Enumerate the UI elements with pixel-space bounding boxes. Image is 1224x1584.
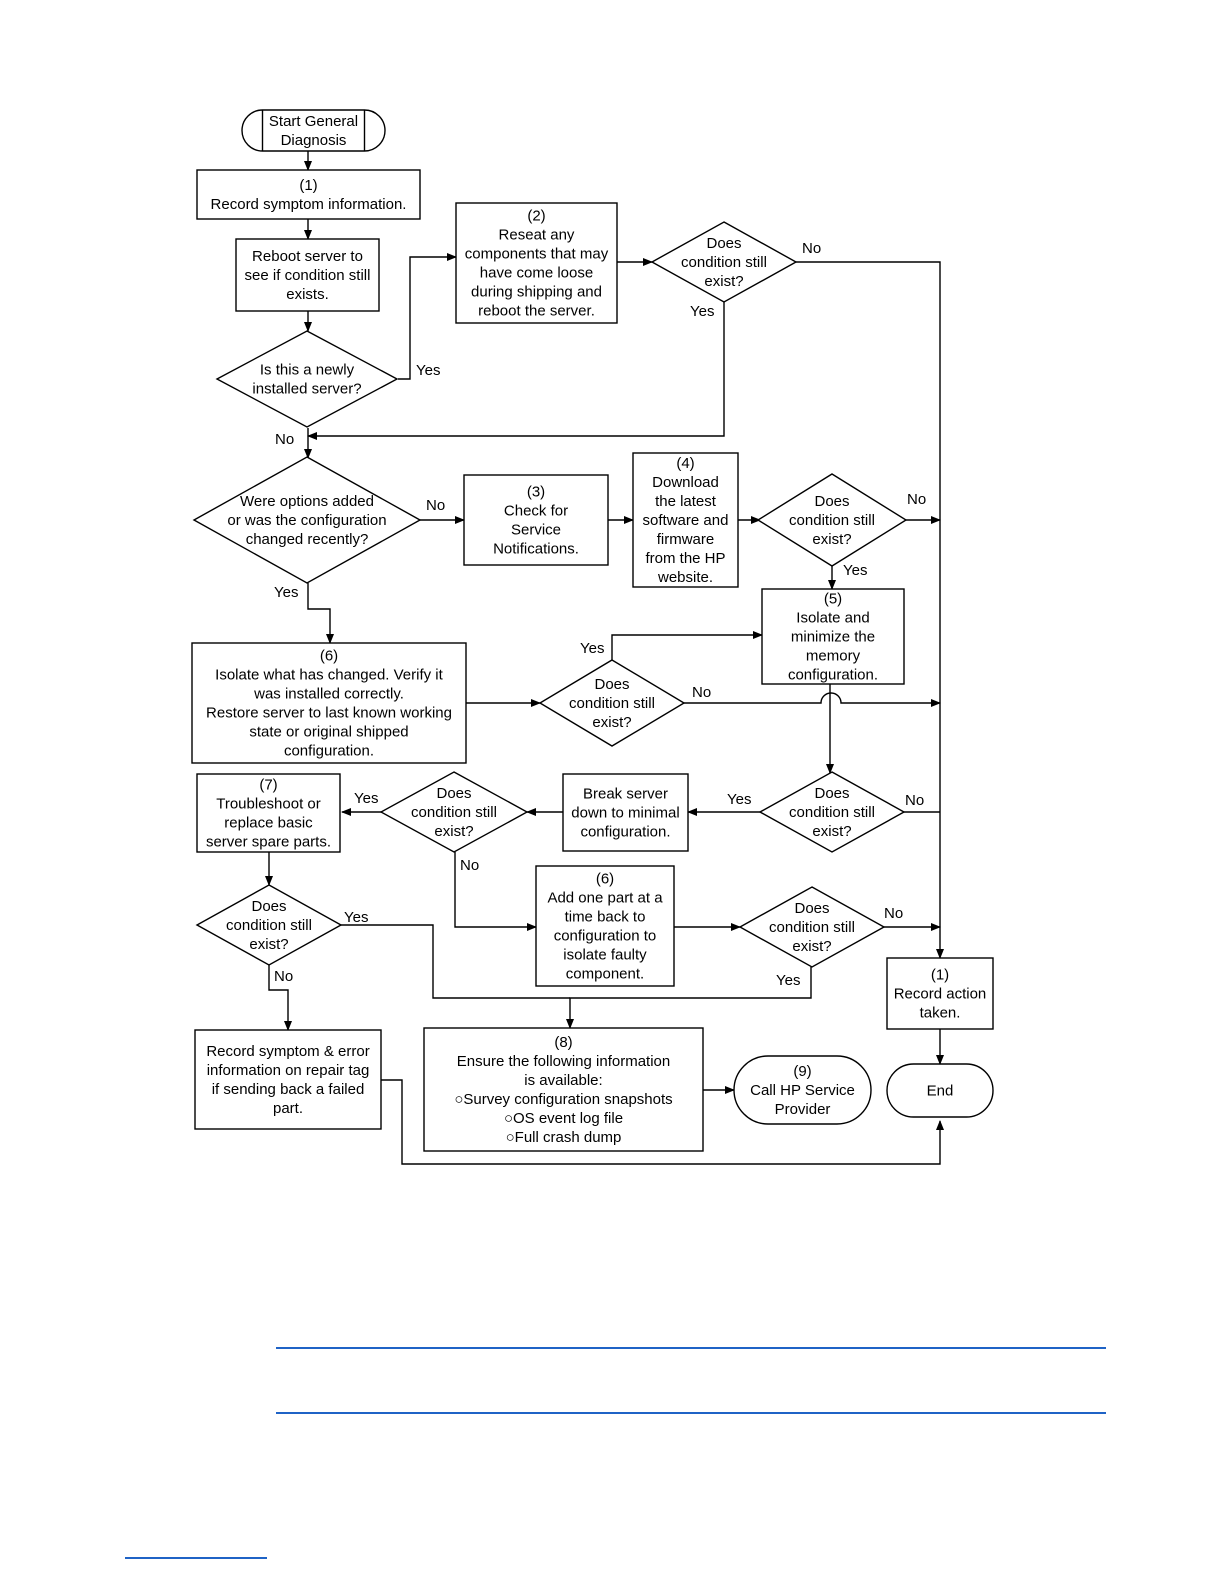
edge-newly-yes-to-reseat [398,253,457,380]
no-label: No [802,240,821,257]
edge-record-error-to-end [381,1079,944,1165]
end-terminal: End [886,1063,994,1118]
no-label: No [460,857,479,874]
no-label: No [905,792,924,809]
edge-cond7-yes-to-merge [341,924,570,999]
edge-cond7-no-to-record-error [268,965,292,1031]
yes-label: Yes [690,303,714,320]
record-symptom-box: (1)Record symptom information. [196,169,421,220]
record-symptom-box-text: (1)Record symptom information. [211,177,407,213]
edge-cond1-yes-to-merge [307,302,725,440]
no-label: No [275,431,294,448]
no-label: No [907,491,926,508]
edge-options-yes-to-isolate-changed [307,583,334,644]
edge-cond3-yes-to-isolate-memory [611,631,763,660]
yes-label: Yes [843,562,867,579]
edge-cond1-no-to-record-action [796,261,944,959]
edge-cond6-yes-to-ensure [566,967,812,1029]
yes-label: Yes [727,791,751,808]
no-label: No [274,968,293,985]
yes-label: Yes [580,640,604,657]
yes-label: Yes [416,362,440,379]
end-terminal-text: End [927,1083,954,1100]
no-label: No [426,497,445,514]
no-label: No [692,684,711,701]
edge-cond3-no-to-right [684,692,941,707]
edge-cond5-no-to-add-part [454,852,537,931]
yes-label: Yes [776,972,800,989]
footnote-rule [125,1557,267,1559]
separator-rule-top [276,1347,1106,1349]
no-label: No [884,905,903,922]
yes-label: Yes [274,584,298,601]
yes-label: Yes [354,790,378,807]
yes-label: Yes [344,909,368,926]
separator-rule-bottom [276,1412,1106,1414]
